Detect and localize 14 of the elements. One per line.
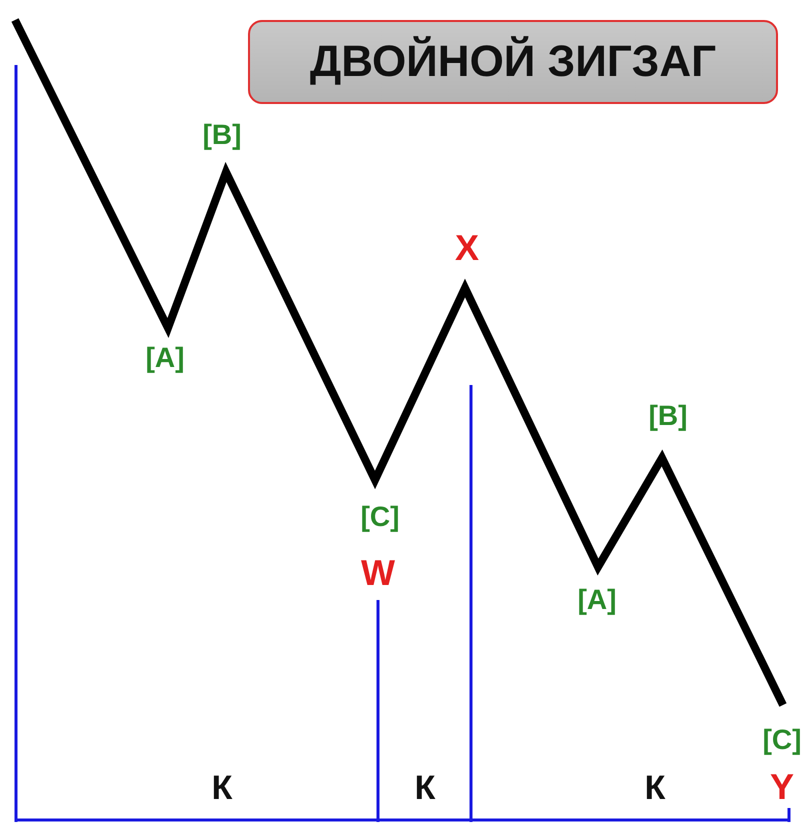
wave-label: [C]: [360, 503, 400, 531]
wave-label: [C]: [762, 726, 802, 754]
segment-label: К: [644, 771, 666, 805]
title: ДВОЙНОЙ ЗИГЗАГ: [310, 37, 716, 87]
wave-label: W: [361, 555, 395, 591]
wave-label: [B]: [202, 121, 242, 149]
wave-label: [A]: [146, 344, 184, 372]
wave-label: [A]: [578, 586, 616, 614]
title-box: [248, 20, 778, 104]
segment-label: К: [212, 771, 232, 805]
segment-label: К: [414, 771, 436, 805]
wave-label: Y: [770, 769, 794, 805]
wave-label: [B]: [648, 402, 688, 430]
wave-label: X: [455, 230, 479, 266]
